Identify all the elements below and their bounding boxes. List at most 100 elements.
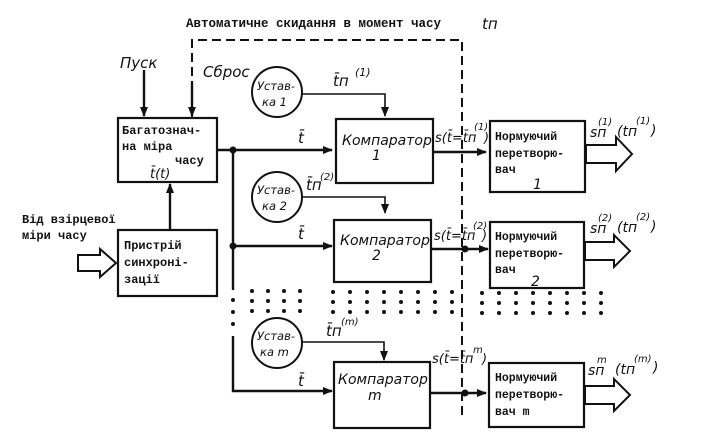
ellipsis-dot — [480, 311, 484, 315]
setpoint-1-sup: (1) — [355, 66, 371, 79]
comparator-1-name: Компаратор — [342, 133, 432, 149]
compare-2-close: ) — [481, 229, 487, 244]
bus-junction-1 — [229, 146, 237, 154]
bus-ellipsis-dot — [231, 322, 235, 326]
setpoint-2-line — [302, 196, 389, 214]
setpoint-1-line1: Устав- — [257, 79, 295, 93]
normalizer-1-line1: Нормуючий — [495, 131, 557, 144]
normalizer-2-block — [488, 220, 586, 290]
setpoint-2-signal: t̄п — [306, 175, 322, 194]
ellipsis-dot — [266, 309, 270, 313]
ellipsis-dot — [514, 301, 518, 305]
output-2-arg: (tп — [617, 220, 637, 236]
sync-device-line2: синхроні- — [124, 256, 189, 270]
start-label: Пуск — [120, 54, 157, 72]
output-m-arg-sup: (m) — [634, 354, 652, 365]
setpoint-m-circle — [251, 317, 303, 369]
ellipsis-dot — [416, 290, 420, 294]
ellipsis-dot — [433, 310, 437, 314]
bus-ellipsis-dot — [231, 310, 235, 314]
ellipsis-dot — [382, 290, 386, 294]
ellipsis-dot — [497, 291, 501, 295]
normalizer-m-line2: перетворю- — [495, 389, 564, 402]
output-m-arrow — [584, 376, 632, 414]
setpoint-m-line1: Устав- — [257, 329, 295, 343]
reset-junction-m — [461, 389, 469, 397]
ellipsis-dot — [250, 289, 254, 293]
reset-caption: Автоматичне скидання в момент часу — [186, 17, 442, 31]
normalizer-1-block — [488, 119, 587, 194]
setpoint-1-signal: t̄п — [333, 71, 349, 90]
time-measure-line1: Багатознач- — [122, 124, 201, 138]
reset-feedback-line — [191, 39, 463, 418]
ellipsis-dot — [565, 291, 569, 295]
ellipsis-dot — [348, 310, 352, 314]
t-bar-label-2: t̄ — [298, 224, 305, 243]
comparator-m-index: m — [368, 388, 382, 404]
output-2-signal: sп — [590, 221, 606, 237]
comparator-2-name: Компаратор — [340, 233, 430, 249]
ellipsis-dot — [298, 299, 302, 303]
ellipsis-dot — [250, 299, 254, 303]
normalizer-2-index: 2 — [531, 274, 540, 290]
normalizer-2-line3: вач — [495, 264, 516, 277]
ellipsis-dot — [582, 311, 586, 315]
comparator-1-index: 1 — [372, 148, 381, 164]
ellipsis-dot — [382, 310, 386, 314]
ellipsis-dot — [599, 311, 603, 315]
time-measure-line2: на міра — [122, 140, 172, 154]
comparator-2-block — [332, 218, 433, 284]
ellipsis-dot — [331, 290, 335, 294]
ellipsis-dot — [250, 309, 254, 313]
channel-1: Устав- ка 1 t̄п (1) Компаратор 1 s(t̄=t̄… — [251, 66, 656, 194]
output-1-arg: (tп — [617, 124, 637, 140]
ellipsis-dot — [548, 311, 552, 315]
ellipsis-dot — [514, 311, 518, 315]
reference-source-line1: Від взірцевої — [22, 213, 116, 227]
ellipsis-dot — [599, 291, 603, 295]
setpoint-m-signal: t̄п — [326, 321, 342, 340]
comparator-m-block — [332, 360, 432, 430]
ellipsis-dot — [266, 299, 270, 303]
t-bar-label-m: t̄ — [298, 371, 305, 390]
output-1-arrow — [585, 134, 634, 174]
ellipsis-dot — [450, 310, 454, 314]
compare-1-signal: s(t̄=t̄п — [435, 131, 477, 146]
channel-m: Устав- ка m t̄п (m) Компаратор m s(t̄=t̄… — [251, 317, 658, 430]
comparator-1-block — [334, 117, 435, 185]
ellipsis-dot — [416, 300, 420, 304]
normalizer-m-block — [487, 361, 586, 429]
bus-ellipsis-dot — [231, 298, 235, 302]
output-m-arg: (tп — [615, 362, 635, 378]
ellipsis-dot — [416, 310, 420, 314]
ellipsis-dot — [399, 290, 403, 294]
setpoint-2-line1: Устав- — [257, 183, 295, 197]
ellipsis-dot — [497, 311, 501, 315]
ellipsis-dot — [565, 301, 569, 305]
compare-m-signal: s(t̄=t̄п — [432, 352, 474, 367]
sync-device-line1: Пристрій — [124, 239, 182, 253]
setpoint-m-line — [302, 341, 388, 361]
ellipsis-dot — [365, 290, 369, 294]
normalizer-m-line3: вач m — [495, 406, 530, 419]
ellipsis-dot — [582, 291, 586, 295]
reference-source-line2: міри часу — [22, 229, 87, 243]
ellipsis-dot — [582, 301, 586, 305]
output-2-arg-sup: (2) — [636, 212, 650, 223]
ellipsis-dot — [331, 300, 335, 304]
ellipsis-dot — [348, 290, 352, 294]
output-m-close: ) — [652, 360, 658, 376]
time-measure-block — [116, 116, 219, 184]
comparator-m-name: Компаратор — [338, 372, 428, 388]
setpoint-2-circle — [251, 171, 303, 223]
output-m-signal: sп — [588, 363, 604, 379]
comparator-2-index: 2 — [372, 248, 381, 264]
ellipsis-dot — [433, 300, 437, 304]
output-2-arrow — [584, 232, 632, 270]
ellipsis-dot — [548, 291, 552, 295]
compare-1-close: ) — [483, 131, 489, 146]
compare-2-sup: (2) — [473, 221, 487, 232]
output-2-close: ) — [650, 219, 656, 235]
ellipsis-dot — [531, 301, 535, 305]
